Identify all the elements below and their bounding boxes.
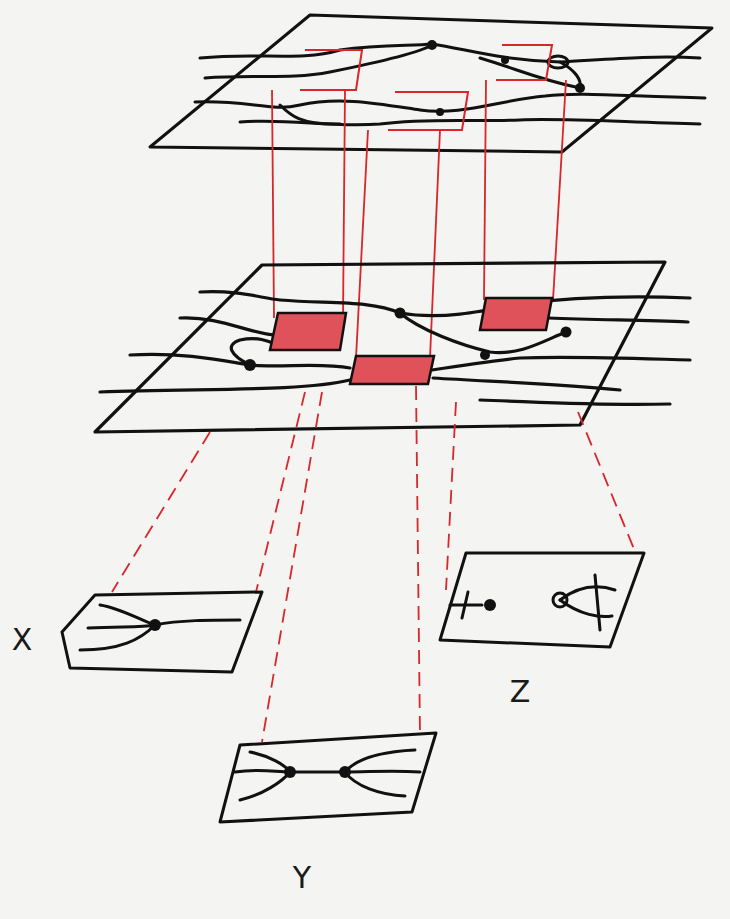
- box-outline-shape: [220, 733, 436, 822]
- subgraph-sketches: [80, 575, 615, 800]
- box-label: Y: [293, 863, 311, 893]
- middle-plane: [95, 262, 690, 432]
- middle-plane-regions: [270, 298, 552, 384]
- top-plane: [150, 15, 712, 152]
- subgraph-ring: [553, 593, 567, 607]
- box-outline-shape: [62, 592, 262, 672]
- box-label: Z: [510, 677, 531, 707]
- box-outline-shape: [440, 553, 644, 647]
- top-plane-dots: [427, 40, 585, 116]
- box-label: X: [12, 625, 33, 655]
- dashed-projection-lines: [112, 386, 636, 742]
- subgraph-box: X: [15, 585, 270, 680]
- subgraph-box: Y: [210, 725, 445, 905]
- top-plane-regions: [300, 45, 552, 130]
- box-outline: [15, 585, 270, 680]
- subgraph-box: Z: [430, 545, 650, 715]
- box-outline: [430, 545, 650, 715]
- box-outline: [210, 725, 445, 905]
